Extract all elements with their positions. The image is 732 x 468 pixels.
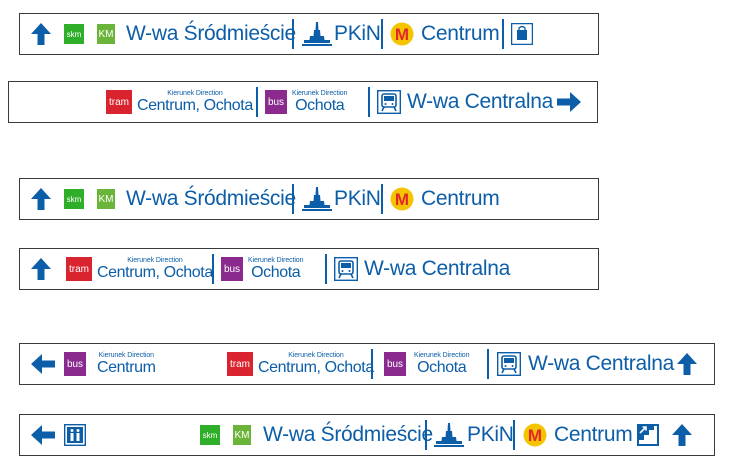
- skm-badge: skm: [64, 189, 84, 209]
- tram-badge: tram: [66, 257, 92, 281]
- separator: [292, 184, 294, 214]
- bus-badge: bus: [265, 90, 287, 114]
- bus-badge: bus: [221, 257, 243, 281]
- direction-ochota: Kierunek Direction Ochota: [292, 90, 348, 114]
- destination-centralna: W-wa Centralna: [364, 257, 510, 280]
- arrow-up-icon: [30, 187, 52, 211]
- skm-badge: skm: [64, 24, 84, 44]
- svg-text:M: M: [395, 25, 409, 44]
- bus-badge: bus: [64, 352, 86, 376]
- km-badge: KM: [97, 189, 115, 209]
- palace-icon: [434, 423, 464, 447]
- metro-icon: M: [523, 423, 547, 447]
- separator: [487, 349, 489, 379]
- destination-centrum: Centrum: [421, 22, 500, 45]
- separator: [292, 19, 294, 49]
- direction-centrum: Kierunek Direction Centrum: [97, 352, 156, 376]
- separator: [371, 349, 373, 379]
- svg-text:M: M: [395, 190, 409, 209]
- sign-6: skm KM W-wa Śródmieście PKiN M Centrum: [19, 414, 715, 456]
- separator: [425, 420, 427, 450]
- metro-icon: M: [390, 22, 414, 46]
- arrow-up-icon: [30, 22, 52, 46]
- skm-badge: skm: [200, 425, 220, 445]
- direction-centrum-ochota: Kierunek Direction Centrum, Ochota: [97, 257, 213, 281]
- separator: [381, 184, 383, 214]
- km-badge: KM: [97, 24, 115, 44]
- sign-2: tram Kierunek Direction Centrum, Ochota …: [8, 81, 598, 123]
- sign-1: skm KM W-wa Śródmieście PKiN M Centrum: [19, 13, 599, 55]
- direction-centrum-ochota: Kierunek Direction Centrum, Ochota: [258, 352, 374, 376]
- tram-badge: tram: [106, 90, 132, 114]
- sign-4: tram Kierunek Direction Centrum, Ochota …: [19, 248, 599, 290]
- train-icon: [377, 90, 401, 114]
- arrow-left-icon: [30, 353, 56, 375]
- separator: [368, 87, 370, 117]
- separator: [513, 420, 515, 450]
- arrow-up-icon: [30, 257, 52, 281]
- sign-5: bus Kierunek Direction Centrum tram Kier…: [19, 343, 715, 385]
- destination-pkin: PKiN: [467, 423, 514, 446]
- separator: [212, 254, 214, 284]
- svg-text:M: M: [528, 426, 542, 445]
- separator: [381, 19, 383, 49]
- palace-icon: [302, 187, 332, 211]
- destination-srodmiescie: W-wa Śródmieście: [126, 22, 296, 45]
- arrow-right-icon: [556, 91, 582, 113]
- stairs-icon: [637, 424, 659, 446]
- destination-centrum: Centrum: [421, 187, 500, 210]
- destination-centrum: Centrum: [554, 423, 633, 446]
- sign-3: skm KM W-wa Śródmieście PKiN M Centrum: [19, 178, 599, 220]
- separator: [256, 87, 258, 117]
- destination-srodmiescie: W-wa Śródmieście: [126, 187, 296, 210]
- elevator-icon: [64, 424, 86, 446]
- metro-icon: M: [390, 187, 414, 211]
- train-icon: [334, 257, 358, 281]
- separator: [502, 19, 504, 49]
- arrow-up-icon: [676, 352, 698, 376]
- arrow-left-icon: [30, 424, 56, 446]
- shopping-bag-icon: [511, 23, 533, 45]
- bus-badge: bus: [384, 352, 406, 376]
- km-badge: KM: [233, 425, 251, 445]
- direction-ochota: Kierunek Direction Ochota: [248, 257, 304, 281]
- destination-centralna: W-wa Centralna: [407, 90, 553, 113]
- direction-centrum-ochota: Kierunek Direction Centrum, Ochota: [137, 90, 253, 114]
- destination-pkin: PKiN: [334, 22, 381, 45]
- destination-srodmiescie: W-wa Śródmieście: [263, 423, 433, 446]
- destination-pkin: PKiN: [334, 187, 381, 210]
- palace-icon: [302, 22, 332, 46]
- separator: [325, 254, 327, 284]
- arrow-up-icon: [671, 423, 693, 447]
- tram-badge: tram: [227, 352, 253, 376]
- destination-centralna: W-wa Centralna: [528, 352, 674, 375]
- direction-ochota: Kierunek Direction Ochota: [414, 352, 470, 376]
- train-icon: [497, 352, 521, 376]
